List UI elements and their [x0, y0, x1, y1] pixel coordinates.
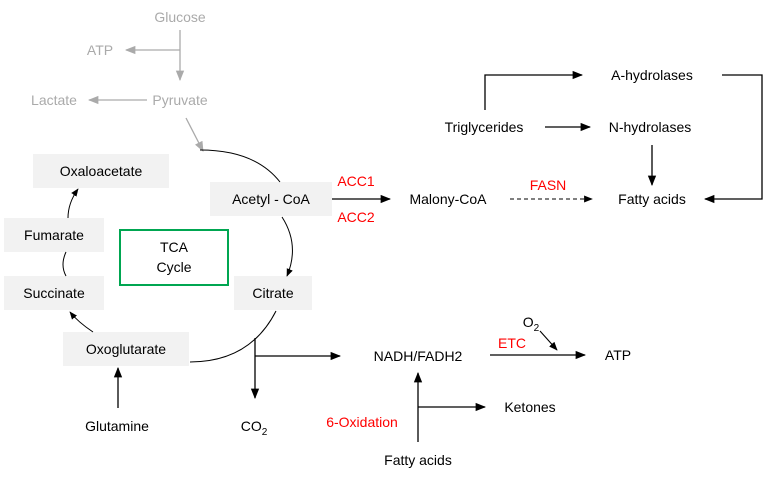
cycle-arc-top	[199, 149, 281, 183]
succinate-box	[4, 276, 104, 310]
succinate-to-fumarate-arc	[62, 251, 67, 277]
acc2-label: ACC2	[337, 209, 375, 225]
co2-subscript: 2	[262, 427, 268, 438]
acetyl-coa-label: Acetyl - CoA	[232, 191, 310, 207]
o2-to-atp-arrow	[539, 330, 558, 351]
fumarate-box	[4, 218, 104, 252]
fasn-label: FASN	[530, 177, 567, 193]
oxaloacetate-box	[33, 154, 169, 188]
etc-label: ETC	[498, 335, 526, 351]
pyruvate-label: Pyruvate	[152, 92, 207, 108]
atp-top-label: ATP	[87, 42, 113, 58]
o2-base: O	[523, 314, 534, 330]
oxoglutarate-label: Oxoglutarate	[86, 341, 166, 357]
nadh-fadh2-label: NADH/FADH2	[374, 348, 463, 364]
co2-base: CO	[241, 418, 262, 434]
beta-oxidation-label: 6-Oxidation	[326, 414, 398, 430]
o2-label: O2	[523, 314, 540, 334]
n-hydrolases-label: N-hydrolases	[609, 119, 691, 135]
malony-coa-label: Malony-CoA	[409, 191, 487, 207]
fatty-acids-bottom-label: Fatty acids	[384, 452, 452, 468]
acc1-label: ACC1	[337, 173, 375, 189]
succinate-label: Succinate	[23, 285, 85, 301]
tca-label-line1: TCA	[160, 239, 189, 255]
citrate-to-oxoglutarate-arc	[189, 310, 277, 363]
glucose-label: Glucose	[154, 9, 206, 25]
fumarate-to-oxaloacetate-arc	[67, 188, 79, 219]
acetyl-to-citrate-arc	[281, 216, 293, 277]
fumarate-label: Fumarate	[24, 227, 84, 243]
triglycerides-to-a-hydrolases-arrow	[484, 70, 584, 110]
pyruvate-to-cycle-arrow	[185, 117, 204, 152]
acetyl-coa-box	[210, 182, 332, 216]
oxoglutarate-to-succinate-arc	[69, 311, 94, 333]
fatty-acids-right-label: Fatty acids	[618, 191, 686, 207]
oxaloacetate-label: Oxaloacetate	[60, 163, 143, 179]
oxoglutarate-box	[63, 332, 189, 366]
citrate-box	[234, 276, 312, 310]
atp-right-label: ATP	[605, 347, 631, 363]
co2-label: CO2	[241, 418, 268, 438]
ketones-label: Ketones	[504, 399, 555, 415]
a-hydrolases-to-fatty-acids-arrow	[703, 74, 763, 204]
lactate-label: Lactate	[31, 92, 77, 108]
a-hydrolases-label: A-hydrolases	[611, 67, 693, 83]
tca-cycle-box	[119, 229, 229, 286]
tca-label-line2: Cycle	[156, 259, 191, 275]
citrate-label: Citrate	[252, 285, 293, 301]
o2-subscript: 2	[534, 323, 540, 334]
glutamine-label: Glutamine	[85, 418, 149, 434]
triglycerides-label: Triglycerides	[445, 119, 524, 135]
